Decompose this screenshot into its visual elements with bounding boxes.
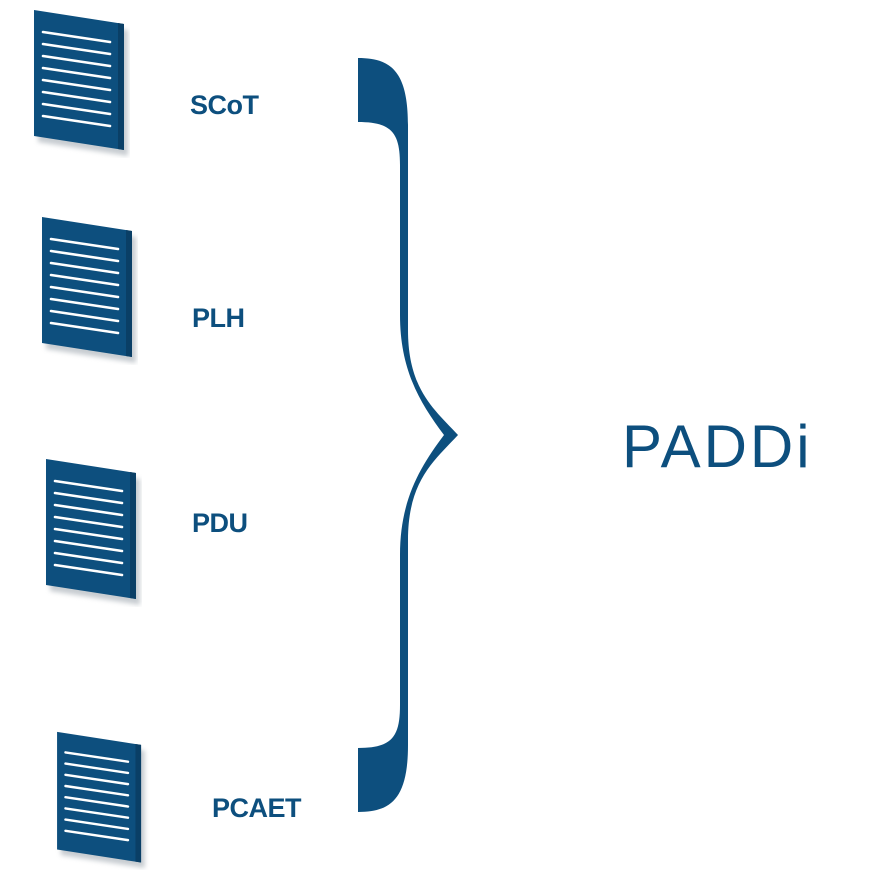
document-icon <box>38 215 138 365</box>
document-label-pdu: PDU <box>192 508 248 538</box>
document-label-scot: SCoT <box>190 90 259 120</box>
curly-brace-icon <box>350 55 460 815</box>
document-label-pcaet: PCAET <box>212 793 302 823</box>
document-icon <box>42 457 142 607</box>
document-icon <box>30 8 130 158</box>
document-label-plh: PLH <box>192 303 245 333</box>
result-label-paddi: PADDi <box>622 413 813 480</box>
document-icon <box>50 730 150 880</box>
